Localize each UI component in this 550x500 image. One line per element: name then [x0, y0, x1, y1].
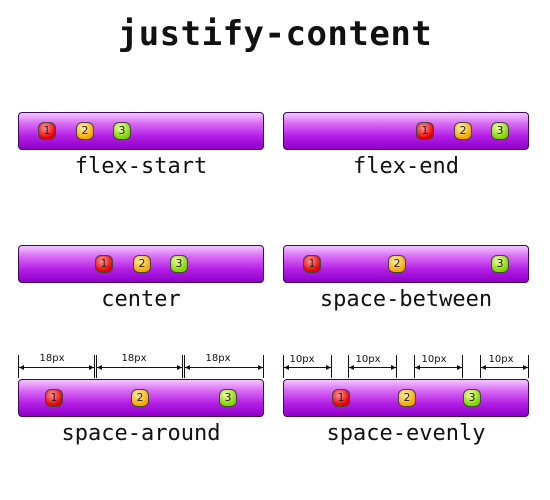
flex-container-bar: 1 2 3	[18, 245, 264, 283]
flex-item-1: 1	[416, 122, 434, 140]
label-flex-end: flex-end	[353, 154, 459, 179]
dimension-label: 18px	[40, 353, 65, 364]
flex-item-1: 1	[303, 255, 321, 273]
spacing-dimensions: 18px 18px 18px	[18, 353, 264, 378]
label-space-between: space-between	[319, 287, 493, 312]
flex-item-3: 3	[491, 255, 509, 273]
label-center: center	[101, 287, 181, 312]
flex-item-2: 2	[131, 389, 149, 407]
label-flex-start: flex-start	[74, 154, 208, 179]
flex-item-3: 3	[170, 255, 188, 273]
flex-item-3: 3	[219, 389, 237, 407]
dimension-label: 10px	[356, 354, 381, 365]
flex-item-2: 2	[76, 122, 94, 140]
flex-container-bar: 1 2 3	[283, 112, 529, 150]
label-space-evenly: space-evenly	[326, 421, 486, 446]
flex-item-1: 1	[95, 255, 113, 273]
dimension-label: 10px	[489, 354, 514, 365]
dimension-label: 18px	[206, 353, 231, 364]
dimension-label: 18px	[122, 353, 147, 364]
flex-container-bar: 1 2 3	[18, 112, 264, 150]
flex-container-bar: 1 2 3	[283, 379, 529, 417]
flex-item-3: 3	[463, 389, 481, 407]
flex-container-bar: 1 2 3	[283, 245, 529, 283]
flex-item-3: 3	[491, 122, 509, 140]
label-space-around: space-around	[61, 421, 221, 446]
flex-item-2: 2	[388, 255, 406, 273]
dimension-label: 10px	[422, 354, 447, 365]
flex-item-1: 1	[45, 389, 63, 407]
flex-container-bar: 1 2 3	[18, 379, 264, 417]
dimension-label: 10px	[290, 354, 315, 365]
flex-item-2: 2	[454, 122, 472, 140]
page-title: justify-content	[117, 14, 433, 54]
flex-item-2: 2	[398, 389, 416, 407]
flex-item-1: 1	[332, 389, 350, 407]
spacing-dimensions: 10px 10px 10px 10px	[283, 354, 529, 378]
flex-item-2: 2	[133, 255, 151, 273]
flex-item-3: 3	[113, 122, 131, 140]
flex-item-1: 1	[38, 122, 56, 140]
